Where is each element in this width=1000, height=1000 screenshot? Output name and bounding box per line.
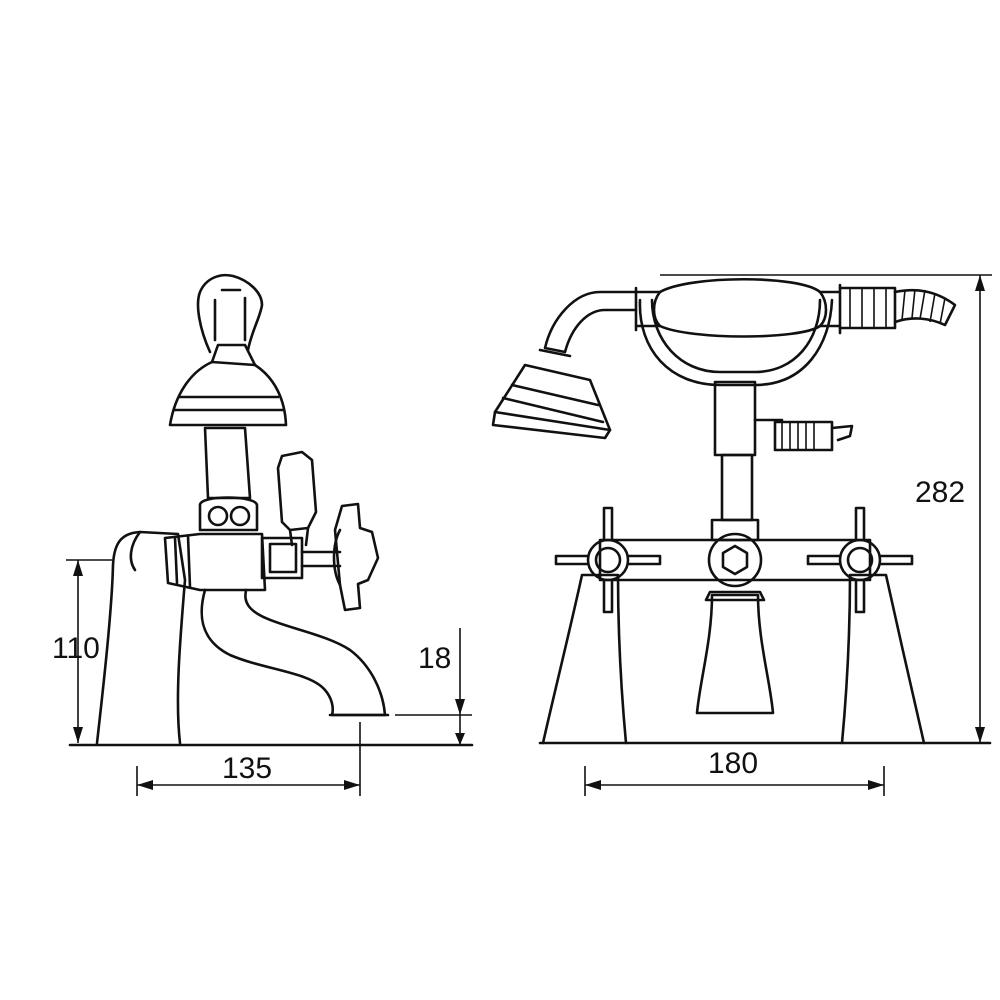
front-hose (893, 288, 957, 327)
front-bridge (598, 538, 872, 582)
side-height-label: 110 (52, 632, 100, 665)
side-view: 110 18 135 (52, 273, 474, 796)
side-shower-cradle (196, 273, 264, 354)
front-cradle (638, 298, 834, 387)
front-shower-head (493, 363, 612, 432)
spout-clearance-label: 18 (418, 642, 451, 675)
front-height-label: 282 (915, 476, 965, 509)
front-center-nut (707, 518, 763, 588)
front-centers-label: 180 (708, 747, 758, 780)
front-handset (652, 277, 828, 338)
front-shower-neck (543, 290, 638, 354)
side-valve-body (163, 532, 267, 592)
side-shower-head (168, 360, 288, 427)
front-left-handle (554, 506, 662, 614)
front-diverter (773, 420, 834, 452)
side-depth-label: 135 (222, 752, 272, 785)
front-center-body (695, 593, 775, 715)
front-right-pillar (840, 573, 926, 745)
side-lever (276, 450, 318, 532)
side-pillar (95, 530, 187, 745)
side-cross-handle (333, 502, 380, 612)
front-riser (720, 453, 754, 522)
front-left-pillar (541, 573, 628, 745)
front-right-handle (806, 506, 914, 614)
front-view: 282 180 (491, 274, 992, 796)
